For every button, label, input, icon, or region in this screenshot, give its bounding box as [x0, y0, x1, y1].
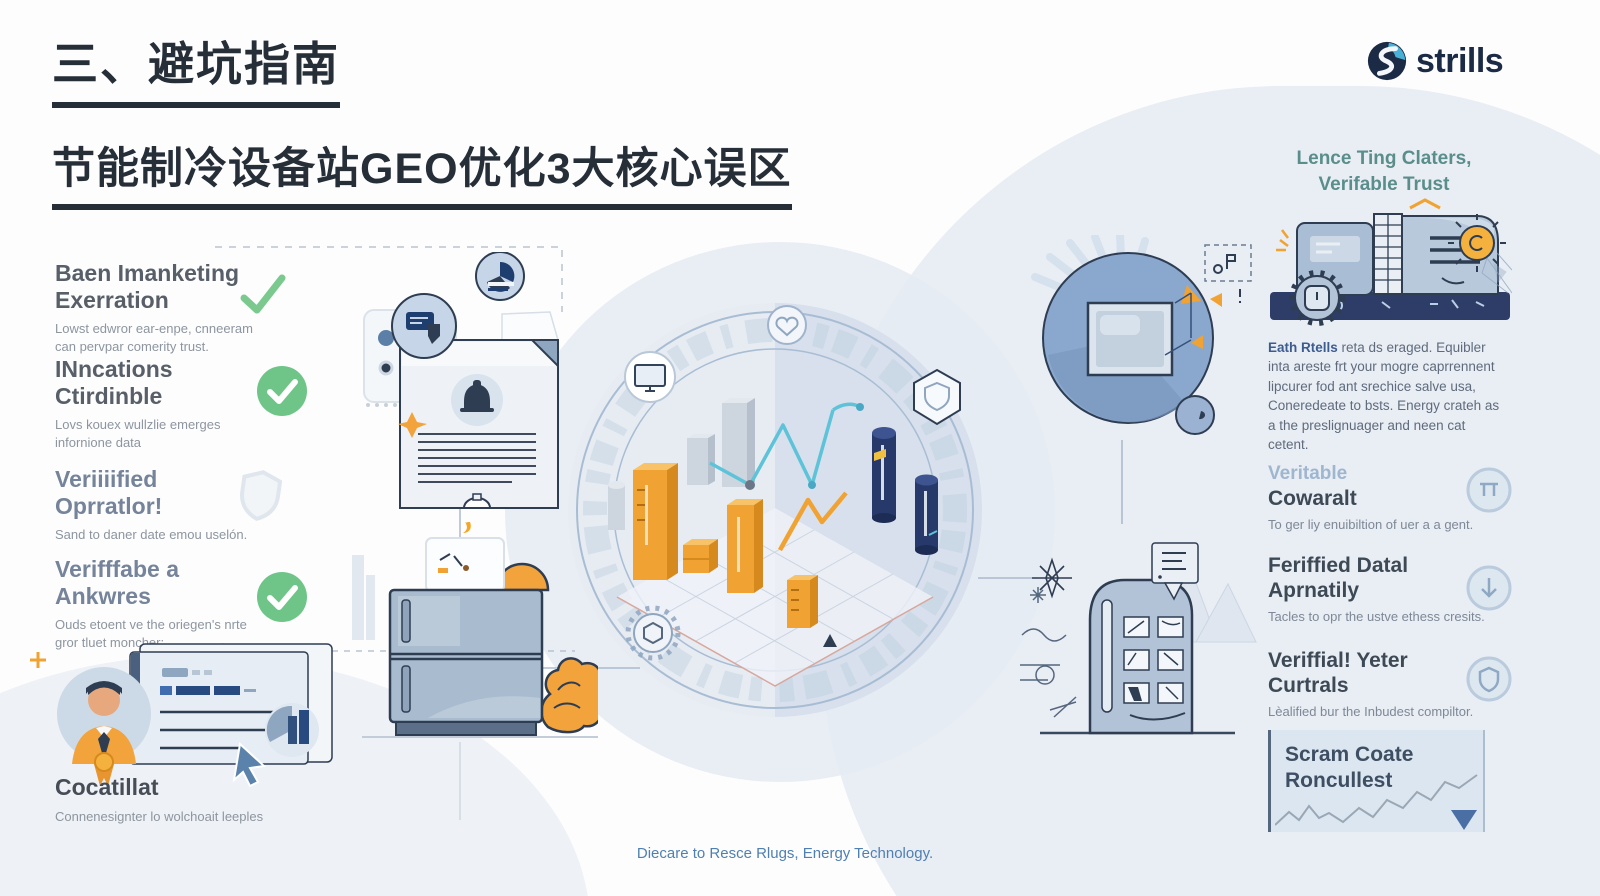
scram-box: Scram Coate Roncullest [1268, 730, 1485, 832]
brand-logo: strills [1366, 40, 1504, 82]
chat-badge [391, 293, 457, 359]
machine-illustration [1270, 198, 1512, 326]
document-illustration [363, 252, 559, 509]
check-filled-icon [257, 572, 307, 622]
right-item-1-lead: Veritable [1268, 463, 1348, 484]
trend-lines [709, 402, 864, 552]
shield-outline-icon [240, 470, 283, 521]
left-item-1-heading: Baen Imanketing Exerration [55, 260, 240, 313]
net-lines [1481, 252, 1512, 294]
navy-cylinders [872, 427, 938, 555]
city-silhouette [352, 555, 375, 640]
brand-logo-swirl-icon [1367, 41, 1407, 81]
fridge-illustration [388, 522, 598, 736]
ribbon-badge [94, 752, 114, 786]
right-item-2: Feriffied Datal Aprnatily Tacles to opr … [1268, 553, 1512, 624]
footer-caption: Diecare to Resce Rlugs, Energy Technolog… [636, 845, 934, 862]
right-item-1-heading: Cowaralt [1268, 486, 1357, 510]
left-item-4-sub: Ouds etoent ve the oriegen's nrte gror t… [55, 617, 247, 651]
right-item-1-sub: To ger liy enuibiltion of uer a a gent. [1268, 516, 1474, 532]
right-item-3-heading: Veriffial! Yeter Curtrals [1268, 649, 1408, 698]
sun-icon [1448, 214, 1506, 272]
left-item-4-heading: Verifffabe a Ankwres [55, 556, 179, 609]
badge-shield-icon [1466, 656, 1512, 702]
speech-bubble [1151, 542, 1199, 601]
flame-icon [463, 522, 471, 533]
mini-chart-badge [265, 703, 319, 757]
gear-icon [625, 605, 681, 661]
left-item-3-heading: Veriiiified Oprratlor! [55, 466, 163, 519]
star-icon [398, 412, 427, 438]
down-arrow-icon [1451, 810, 1477, 830]
left-item-2-heading: INncations Ctirdinble [55, 356, 173, 409]
left-item-2: INncations Ctirdinble Lovs kouex wullzli… [55, 356, 355, 452]
shield-hex-icon [913, 368, 961, 426]
right-item-2-sub: Tacles to opr the ustve ethess cresits. [1268, 609, 1485, 625]
spec-card [425, 537, 505, 593]
left-item-5: Cocatillat Connenesignter lo wolchoait l… [55, 774, 355, 826]
spark-lines [1276, 229, 1289, 252]
badge-pillar-icon [1466, 467, 1512, 513]
right-paragraph-lead: Eath Rtells [1268, 340, 1338, 355]
left-item-3-sub: Sand to daner date emou uselón. [55, 527, 248, 543]
left-item-2-sub: Lovs kouex wullzlie emerges infornione d… [55, 417, 221, 451]
ring-chart-emblem [568, 303, 982, 717]
check-outline-icon [240, 274, 286, 314]
navy-triangle [823, 634, 837, 647]
heart-pin-icon [767, 305, 807, 345]
left-item-3: Veriiiified Oprratlor! Sand to daner dat… [55, 466, 355, 544]
sparkle-icon [1032, 557, 1072, 599]
plus-icon [30, 652, 46, 668]
scram-box-title: Scram Coate Roncullest [1285, 743, 1414, 793]
decor [1020, 587, 1077, 718]
left-item-1: Baen Imanketing Exerration Lowst edwror … [55, 260, 355, 356]
dashed-note-box [1204, 244, 1252, 307]
left-item-5-heading: Cocatillat [55, 774, 159, 800]
right-item-1: Veritable Cowaralt To ger liy enuibiltio… [1268, 463, 1512, 532]
page-title: 三、避坑指南 节能制冷设备站GEO优化3大核心误区 [52, 28, 792, 210]
right-paragraph: Eath Rtells reta ds eraged. Equibler int… [1268, 338, 1508, 455]
scram-line-chart [1275, 774, 1478, 830]
right-heading: Lence Ting Claters, Verifable Trust [1258, 146, 1510, 197]
person-browser-illustration [57, 643, 333, 788]
brand-logo-text: strills [1416, 41, 1504, 80]
left-item-1-sub: Lowst edwror ear-enpe, cnneeram can perv… [55, 321, 253, 355]
avatar [57, 667, 151, 764]
title-line1: 三、避坑指南 [52, 28, 340, 108]
cursor-icon [232, 742, 267, 788]
monitor-mini-icon [624, 351, 676, 403]
handle [1101, 599, 1113, 713]
check-filled-icon [257, 366, 307, 416]
left-item-5-sub: Connenesignter lo wolchoait leeples [55, 808, 264, 824]
right-item-2-heading: Feriffied Datal Aprnatily [1268, 554, 1409, 603]
title-line2: 节能制冷设备站GEO优化3大核心误区 [52, 134, 792, 210]
right-item-3-sub: Lèalified bur the Inbudest compiltor. [1268, 704, 1474, 720]
bell-icon [460, 380, 494, 412]
vending-machine-illustration [1020, 542, 1199, 735]
glove-blob [540, 657, 598, 734]
right-heading-line2: Verifable Trust [1318, 173, 1450, 195]
gray-bars [608, 398, 755, 530]
ring-glyph-texture [583, 318, 967, 702]
monitor-circle-illustration [1031, 235, 1252, 435]
orange-bars [633, 463, 818, 628]
pie-badge [475, 252, 525, 301]
right-item-3: Veriffial! Yeter Curtrals Lèalified bur … [1268, 648, 1512, 719]
right-paragraph-body: reta ds eraged. Equibler inta areste frt… [1268, 340, 1500, 453]
gear-wheel [1289, 270, 1345, 326]
left-item-4: Verifffabe a Ankwres Ouds etoent ve the … [55, 556, 355, 652]
right-heading-line1: Lence Ting Claters, [1296, 148, 1472, 169]
badge-arrow-down-icon [1466, 565, 1512, 611]
